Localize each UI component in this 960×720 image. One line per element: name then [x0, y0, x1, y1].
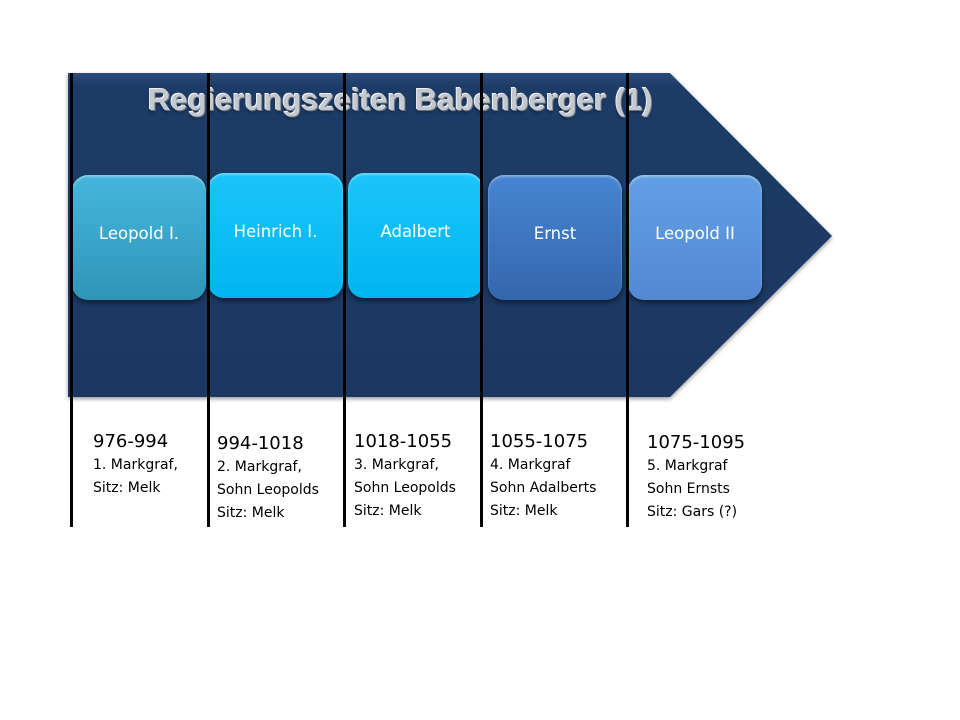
detail-line: Sohn Leopolds	[217, 482, 319, 498]
reign-years: 1075-1095	[647, 432, 746, 453]
ruler-name: Adalbert	[380, 222, 451, 241]
ruler-name: Leopold II	[655, 224, 735, 243]
timeline-divider	[480, 73, 483, 527]
detail-line: Sitz: Melk	[354, 503, 422, 519]
detail-line: Sitz: Melk	[490, 503, 558, 519]
reign-years: 976-994	[93, 431, 169, 452]
ruler-name: Leopold I.	[98, 224, 180, 243]
reign-years: 1018-1055	[354, 431, 453, 452]
ruler-info-adalbert: 1018-1055 3. Markgraf, Sohn Leopolds Sit…	[354, 430, 456, 523]
detail-line: 4. Markgraf	[490, 457, 571, 473]
detail-line: Sitz: Melk	[93, 480, 161, 496]
timeline-divider	[207, 73, 210, 527]
detail-line: 1. Markgraf,	[93, 457, 178, 473]
detail-line: Sohn Ernsts	[647, 481, 730, 497]
ruler-box-leopold-1: Leopold I.	[72, 175, 206, 300]
detail-line: 5. Markgraf	[647, 458, 728, 474]
ruler-box-adalbert: Adalbert	[348, 173, 483, 298]
detail-line: 2. Markgraf,	[217, 459, 302, 475]
ruler-name: Ernst	[533, 224, 577, 243]
detail-line: Sitz: Gars (?)	[647, 504, 738, 520]
ruler-info-ernst: 1055-1075 4. Markgraf Sohn Adalberts Sit…	[490, 430, 596, 523]
ruler-info-leopold-2: 1075-1095 5. Markgraf Sohn Ernsts Sitz: …	[647, 431, 745, 524]
timeline-divider	[70, 73, 73, 527]
detail-line: Sohn Leopolds	[354, 480, 456, 496]
ruler-box-leopold-2: Leopold II	[628, 175, 762, 300]
ruler-info-heinrich-1: 994-1018 2. Markgraf, Sohn Leopolds Sitz…	[217, 432, 319, 525]
ruler-box-heinrich-1: Heinrich I.	[208, 173, 343, 298]
detail-line: Sohn Adalberts	[490, 480, 597, 496]
timeline-divider	[626, 73, 629, 527]
reign-years: 1055-1075	[490, 431, 589, 452]
diagram-title: Regierungszeiten Babenberger (1)	[148, 82, 653, 117]
reign-years: 994-1018	[217, 433, 304, 454]
ruler-name: Heinrich I.	[233, 222, 318, 241]
detail-line: Sitz: Melk	[217, 505, 285, 521]
detail-line: 3. Markgraf,	[354, 457, 439, 473]
timeline-divider	[343, 73, 346, 527]
ruler-info-leopold-1: 976-994 1. Markgraf, Sitz: Melk	[93, 430, 178, 500]
ruler-box-ernst: Ernst	[488, 175, 622, 300]
